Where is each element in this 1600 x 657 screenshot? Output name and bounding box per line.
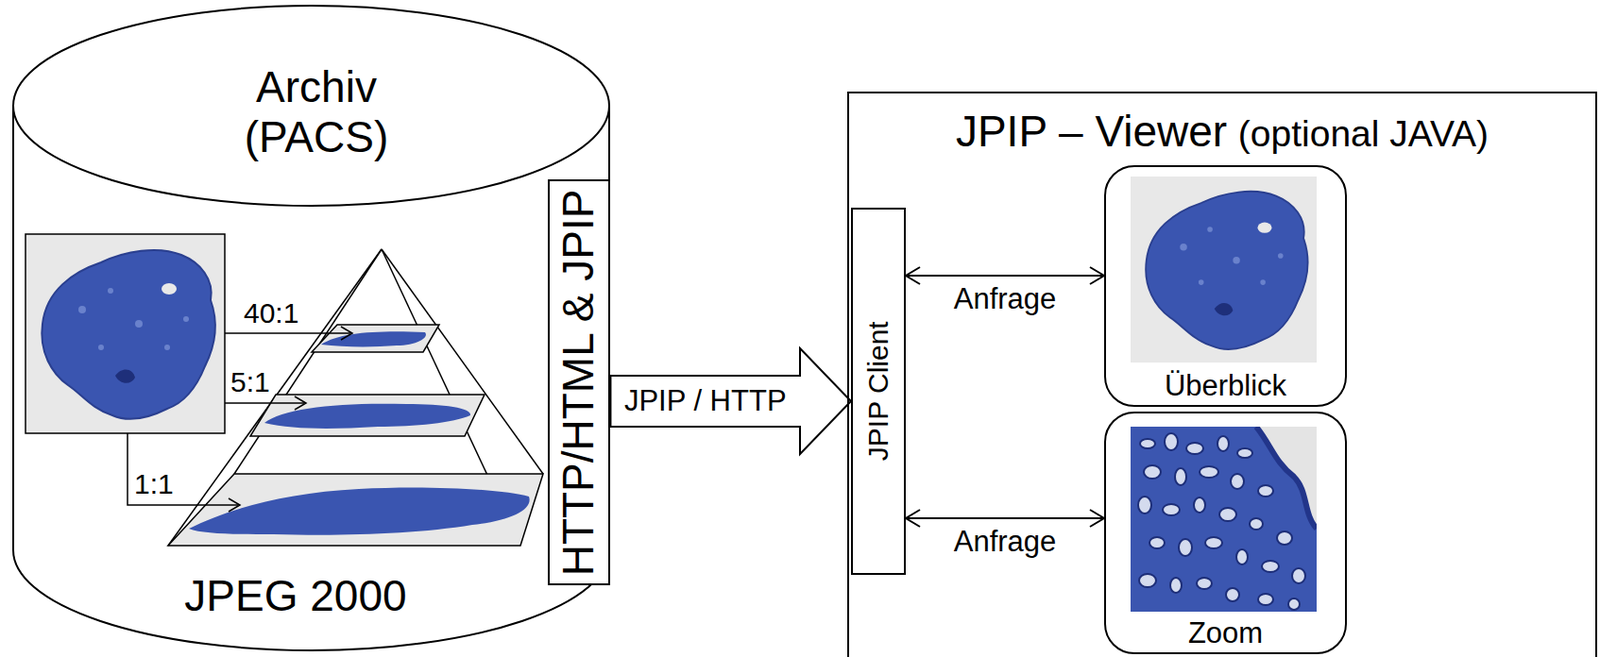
vertical-label: JPIP Client bbox=[862, 322, 896, 462]
edge-label-slot: JPIP / HTTP bbox=[622, 384, 789, 419]
scale-arrow bbox=[224, 332, 351, 335]
gland bbox=[1261, 561, 1279, 573]
gland bbox=[1178, 539, 1192, 557]
pyramid-edge bbox=[381, 249, 544, 475]
gland bbox=[1219, 508, 1237, 522]
gland bbox=[1258, 594, 1274, 606]
gland bbox=[1170, 578, 1182, 594]
gland bbox=[1237, 448, 1253, 459]
edge-label: Anfrage bbox=[952, 282, 1059, 316]
viewer-subtitle: (optional JAVA) bbox=[1238, 113, 1489, 154]
protocol-box: HTTP/HTML & JPIP bbox=[547, 179, 612, 586]
pyramid-layer bbox=[250, 394, 485, 437]
pyramid-edge bbox=[234, 249, 382, 475]
gland bbox=[1164, 433, 1178, 451]
tissue-slice bbox=[264, 404, 471, 429]
title-row: JPIP – Viewer (optional JAVA) bbox=[849, 106, 1596, 157]
zoom-box: Zoom bbox=[1104, 411, 1347, 655]
gland bbox=[1205, 537, 1223, 549]
edge-label: JPIP / HTTP bbox=[622, 384, 789, 418]
client-box: JPIP Client bbox=[851, 207, 906, 576]
gland bbox=[1236, 549, 1248, 565]
gland bbox=[1140, 439, 1156, 449]
gland bbox=[1276, 531, 1293, 545]
gland bbox=[1199, 466, 1219, 478]
text-slot: Archiv (PACS) bbox=[212, 62, 421, 163]
thumbnail-frame bbox=[25, 234, 225, 434]
scale-label: 40:1 bbox=[243, 297, 299, 329]
viewer-panel: JPIP – Viewer (optional JAVA) JPIP Client Ü… bbox=[847, 91, 1598, 657]
scale-arrow bbox=[127, 433, 239, 506]
arrow-head bbox=[228, 498, 240, 512]
pyramid-layer bbox=[168, 474, 544, 546]
gland bbox=[1292, 568, 1306, 584]
gland bbox=[1193, 497, 1206, 513]
scale-label: 5:1 bbox=[230, 366, 271, 398]
archive-cylinder: Archiv (PACS) JPEG 2000 HTTP/HTML & JPIP bbox=[12, 4, 611, 652]
vertical-label: HTTP/HTML & JPIP bbox=[554, 188, 605, 577]
gland bbox=[1288, 598, 1300, 611]
arrow-head bbox=[1089, 267, 1105, 285]
edge-label-slot: Anfrage bbox=[952, 282, 1059, 317]
edge-label: Anfrage bbox=[952, 525, 1059, 559]
overview-ground bbox=[1130, 176, 1317, 363]
gland bbox=[1149, 537, 1165, 549]
gland bbox=[1225, 588, 1240, 602]
tissue-border bbox=[1256, 426, 1317, 529]
image-caption: Zoom bbox=[1188, 616, 1263, 651]
zoom-ground bbox=[1130, 426, 1317, 613]
text-slot: JPEG 2000 bbox=[153, 571, 438, 622]
connector-line bbox=[905, 517, 1105, 520]
gland bbox=[1186, 442, 1204, 455]
tissue-slice bbox=[188, 487, 530, 535]
gland bbox=[1217, 436, 1229, 452]
gland bbox=[1139, 574, 1157, 588]
overview-tissue bbox=[1145, 191, 1308, 350]
label-slot: 40:1 bbox=[243, 297, 299, 331]
connector-line bbox=[905, 274, 1105, 277]
arrow-head bbox=[340, 326, 353, 341]
cylinder-body bbox=[13, 105, 610, 651]
zoom-tissue bbox=[1130, 426, 1317, 613]
label-slot: 5:1 bbox=[230, 366, 271, 400]
thumbnail-tissue bbox=[41, 250, 215, 420]
archive-title: Archiv (PACS) bbox=[212, 62, 421, 163]
block-arrow bbox=[610, 348, 852, 455]
arrow-head bbox=[905, 267, 920, 285]
format-label: JPEG 2000 bbox=[153, 571, 438, 622]
edge-label-slot: Anfrage bbox=[952, 525, 1059, 560]
block-arrow-shape bbox=[610, 348, 852, 455]
arrow-head bbox=[294, 396, 307, 410]
gland bbox=[1138, 496, 1152, 514]
gland bbox=[1230, 474, 1244, 490]
gland bbox=[1258, 485, 1274, 497]
arrow-head bbox=[1089, 510, 1105, 528]
cylinder-top bbox=[13, 5, 610, 206]
arrow-head bbox=[905, 510, 920, 528]
viewer-title: JPIP – Viewer bbox=[955, 106, 1227, 156]
gland bbox=[1162, 504, 1180, 516]
image-caption: Überblick bbox=[1164, 369, 1287, 404]
gland bbox=[1196, 578, 1212, 590]
overview-box: Überblick bbox=[1104, 165, 1347, 408]
label-slot: 1:1 bbox=[134, 468, 174, 502]
gland bbox=[1143, 465, 1161, 479]
pyramid-layer bbox=[311, 324, 440, 353]
scale-label: 1:1 bbox=[134, 468, 174, 500]
gland bbox=[1249, 518, 1263, 530]
scale-arrow bbox=[224, 402, 305, 405]
gland bbox=[1174, 468, 1187, 486]
